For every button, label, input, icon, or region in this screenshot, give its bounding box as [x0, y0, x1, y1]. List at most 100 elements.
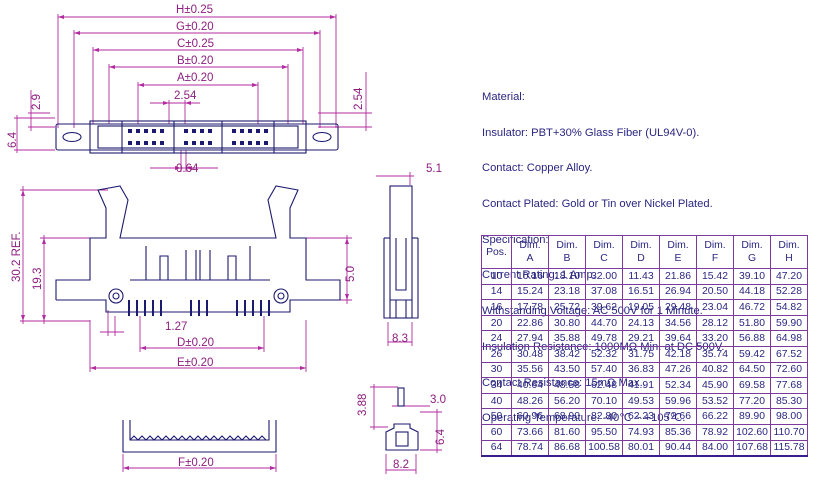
dim-ref-label: 30.2 REF.: [11, 232, 23, 283]
table-cell: 56.20: [548, 392, 586, 410]
table-cell: 39.62: [585, 299, 623, 316]
table-cell: 77.20: [733, 392, 771, 410]
table-cell: 47.20: [770, 268, 808, 285]
table-cell: 49.53: [622, 392, 660, 410]
table-cell: 100.58: [585, 439, 623, 458]
spec-line: Material:: [482, 90, 525, 103]
table-cell: 36.83: [622, 361, 660, 379]
dim-5-1-label: 5.1: [426, 163, 442, 175]
dim-e-label: E±0.20: [177, 357, 213, 369]
table-cell: 39.10: [733, 268, 771, 285]
table-cell: 33.20: [696, 330, 734, 347]
table-cell: 40.82: [696, 361, 734, 379]
table-cell: 107.68: [733, 439, 771, 458]
table-cell: 53.52: [696, 392, 734, 410]
table-cell: 70.10: [585, 392, 623, 410]
table-cell: 64.50: [733, 361, 771, 379]
table-cell: 49.78: [585, 330, 623, 347]
table-cell-pos: 14: [481, 283, 512, 301]
table-cell: 85.30: [770, 392, 808, 410]
table-cell-pos: 24: [481, 330, 512, 347]
dim-g-label: G±0.20: [176, 21, 214, 33]
table-cell: 59.42: [733, 345, 771, 363]
header-pos: Pos.: [481, 235, 512, 269]
table-cell: 78.74: [511, 439, 549, 458]
table-cell: 80.01: [622, 439, 660, 458]
table-cell-pos: 16: [481, 299, 512, 316]
table-cell-pos: 60: [481, 423, 512, 441]
dim-1-27-label: 1.27: [165, 321, 187, 333]
table-cell: 56.88: [733, 330, 771, 347]
spec-line: Contact: Copper Alloy.: [482, 162, 593, 175]
table-cell: 74.93: [622, 423, 660, 441]
table-cell: 69.58: [733, 377, 771, 394]
table-cell-pos: 26: [481, 345, 512, 363]
table-cell: 35.56: [511, 361, 549, 379]
table-cell-pos: 64: [481, 439, 512, 458]
dim-5-0-label: 5.0: [345, 266, 357, 282]
dim-small-6-4-label: 6.4: [435, 428, 447, 445]
table-cell: 29.48: [659, 299, 697, 316]
table-cell: 20.50: [696, 283, 734, 301]
table-cell: 28.12: [696, 314, 734, 332]
table-cell: 68.90: [548, 408, 586, 425]
table-cell: 78.92: [696, 423, 734, 441]
table-cell: 35.88: [548, 330, 586, 347]
dim-2-54-label: 2.54: [353, 87, 365, 110]
table-cell: 39.64: [659, 330, 697, 347]
table-cell: 90.44: [659, 439, 697, 458]
table-cell: 77.68: [770, 377, 808, 394]
table-cell-pos: 50: [481, 408, 512, 425]
table-cell: 23.04: [696, 299, 734, 316]
table-cell: 62.23: [622, 408, 660, 425]
dim-6-4-label: 6.4: [7, 131, 19, 148]
header-dim-b: Dim.B: [548, 235, 586, 269]
table-cell: 52.28: [770, 283, 808, 301]
dim-b-label: B±0.20: [177, 55, 213, 67]
table-cell: 67.52: [770, 345, 808, 363]
table-cell: 15.42: [696, 268, 734, 285]
table-cell: 10.16: [511, 268, 549, 285]
table-cell: 44.18: [733, 283, 771, 301]
table-cell: 72.66: [659, 408, 697, 425]
table-cell: 22.86: [511, 314, 549, 332]
table-cell: 40.64: [511, 377, 549, 394]
header-dim-a: Dim.A: [511, 235, 549, 269]
table-cell: 64.98: [770, 330, 808, 347]
dim-a-label: A±0.20: [177, 72, 213, 84]
table-cell: 85.36: [659, 423, 697, 441]
top-view: H±0.25 G±0.20 C±0.25 B±0.20 A±0.20 2.54 …: [7, 4, 372, 175]
table-cell: 29.21: [622, 330, 660, 347]
side-view: 5.1 8.3: [376, 163, 442, 346]
table-cell: 86.68: [548, 439, 586, 458]
table-cell: 37.08: [585, 283, 623, 301]
table-cell: 98.00: [770, 408, 808, 425]
table-cell: 38.42: [548, 345, 586, 363]
dim-2-9-label: 2.9: [31, 94, 43, 110]
table-cell: 102.60: [733, 423, 771, 441]
table-cell: 23.18: [548, 283, 586, 301]
table-cell: 25.72: [548, 299, 586, 316]
header-dim-f: Dim.F: [696, 235, 734, 269]
spec-line: Insulator: PBT+30% Glass Fiber (UL94V-0)…: [482, 126, 700, 139]
table-cell: 43.50: [548, 361, 586, 379]
table-cell: 17.78: [511, 299, 549, 316]
dim-19-3-label: 19.3: [32, 268, 44, 290]
table-cell: 27.94: [511, 330, 549, 347]
table-cell: 48.58: [548, 377, 586, 394]
table-cell: 54.82: [770, 299, 808, 316]
front-view: 30.2 REF. 19.3 5.0 1.27 D±0.20 E±0.20: [11, 185, 357, 372]
dim-c-label: C±0.25: [177, 38, 214, 50]
table-cell: 82.80: [585, 408, 623, 425]
table-cell: 59.90: [770, 314, 808, 332]
header-dim-e: Dim.E: [659, 235, 697, 269]
